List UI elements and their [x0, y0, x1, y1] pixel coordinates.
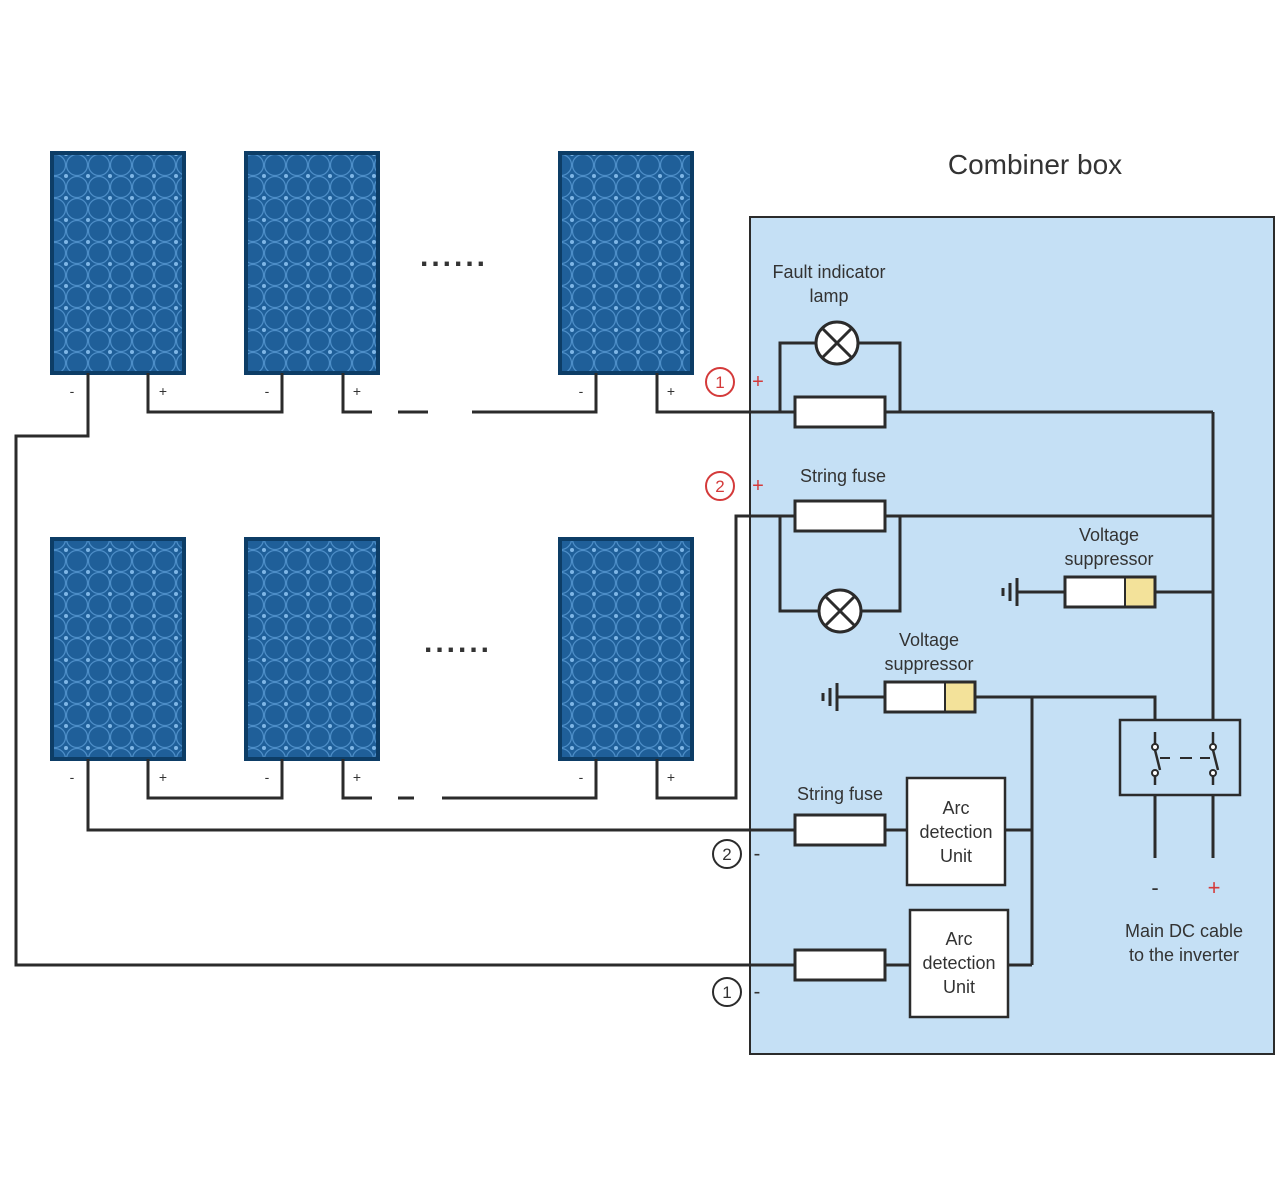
dc-disconnect-switch-icon	[1118, 718, 1242, 797]
voltage-suppressor-b-label: Voltage	[899, 630, 959, 650]
voltage-suppressor-a-label: Voltage	[1079, 525, 1139, 545]
svg-text:detection: detection	[922, 953, 995, 973]
panel-terminal-plus: +	[667, 383, 675, 399]
string-fuse-label-top: String fuse	[800, 466, 886, 486]
svg-text:1: 1	[722, 983, 731, 1002]
svg-text:+: +	[752, 475, 764, 497]
panel-ellipsis-bottom: ......	[424, 626, 492, 659]
main-dc-cable-label: to the inverter	[1129, 945, 1239, 965]
string-wiring	[14, 373, 795, 967]
main-dc-minus: -	[1151, 875, 1158, 900]
panel-terminal-plus: +	[159, 769, 167, 785]
solar-panel-bottom-1: - +	[50, 537, 186, 785]
string-2-negative-marker: 2 -	[712, 839, 761, 869]
fault-lamp-bottom-icon	[817, 588, 863, 634]
main-dc-plus: +	[1208, 875, 1221, 900]
panel-terminal-plus: +	[667, 769, 675, 785]
string-fuse-neg-2-icon	[793, 813, 887, 847]
panel-terminal-plus: +	[353, 383, 361, 399]
fault-lamp-label: lamp	[809, 286, 848, 306]
svg-text:1: 1	[715, 373, 724, 392]
voltage-suppressor-a-label: suppressor	[1064, 549, 1153, 569]
ground-icon	[821, 683, 839, 711]
arc-detection-unit-b: Arc detection Unit	[908, 908, 1010, 1019]
box-wiring	[778, 341, 1215, 967]
string-fuse-label-bottom: String fuse	[797, 784, 883, 804]
panel-terminal-minus: -	[579, 383, 584, 399]
panel-terminal-minus: -	[70, 383, 75, 399]
voltage-suppressor-a	[1063, 575, 1157, 609]
svg-text:detection: detection	[919, 822, 992, 842]
voltage-suppressor-b-label: suppressor	[884, 654, 973, 674]
svg-text:Unit: Unit	[943, 977, 975, 997]
svg-text:-: -	[754, 981, 761, 1003]
panel-terminal-minus: -	[265, 769, 270, 785]
solar-panel-top-2: - +	[244, 151, 380, 399]
string-fuse-2-icon	[793, 499, 887, 533]
panel-terminal-minus: -	[70, 769, 75, 785]
svg-text:Arc: Arc	[943, 798, 970, 818]
solar-panel-bottom-3: - +	[558, 537, 694, 785]
svg-text:2: 2	[722, 845, 731, 864]
panel-terminal-minus: -	[579, 769, 584, 785]
solar-panel-bottom-2: - +	[244, 537, 380, 785]
solar-panel-top-1: - +	[50, 151, 186, 399]
panel-ellipsis-top: ......	[420, 240, 488, 273]
arc-detection-unit-a: Arc detection Unit	[905, 776, 1007, 887]
string-1-positive-marker: 1 +	[705, 367, 764, 397]
solar-panel-top-3: - +	[558, 151, 694, 399]
string-1-negative-marker: 1 -	[712, 977, 761, 1007]
svg-text:+: +	[752, 371, 764, 393]
string-fuse-neg-1-icon	[793, 948, 887, 982]
svg-text:Arc: Arc	[946, 929, 973, 949]
svg-text:Unit: Unit	[940, 846, 972, 866]
svg-text:-: -	[754, 843, 761, 865]
panel-terminal-minus: -	[265, 383, 270, 399]
string-fuse-1-icon	[793, 395, 887, 429]
string-2-positive-marker: 2 +	[705, 471, 764, 501]
panel-terminal-plus: +	[353, 769, 361, 785]
main-dc-cable-label: Main DC cable	[1125, 921, 1243, 941]
voltage-suppressor-b	[883, 680, 977, 714]
panel-terminal-plus: +	[159, 383, 167, 399]
fault-lamp-top-icon	[814, 320, 860, 366]
combiner-box-title: Combiner box	[948, 149, 1122, 180]
ground-icon	[1001, 578, 1019, 606]
fault-lamp-label: Fault indicator	[772, 262, 885, 282]
svg-text:2: 2	[715, 477, 724, 496]
